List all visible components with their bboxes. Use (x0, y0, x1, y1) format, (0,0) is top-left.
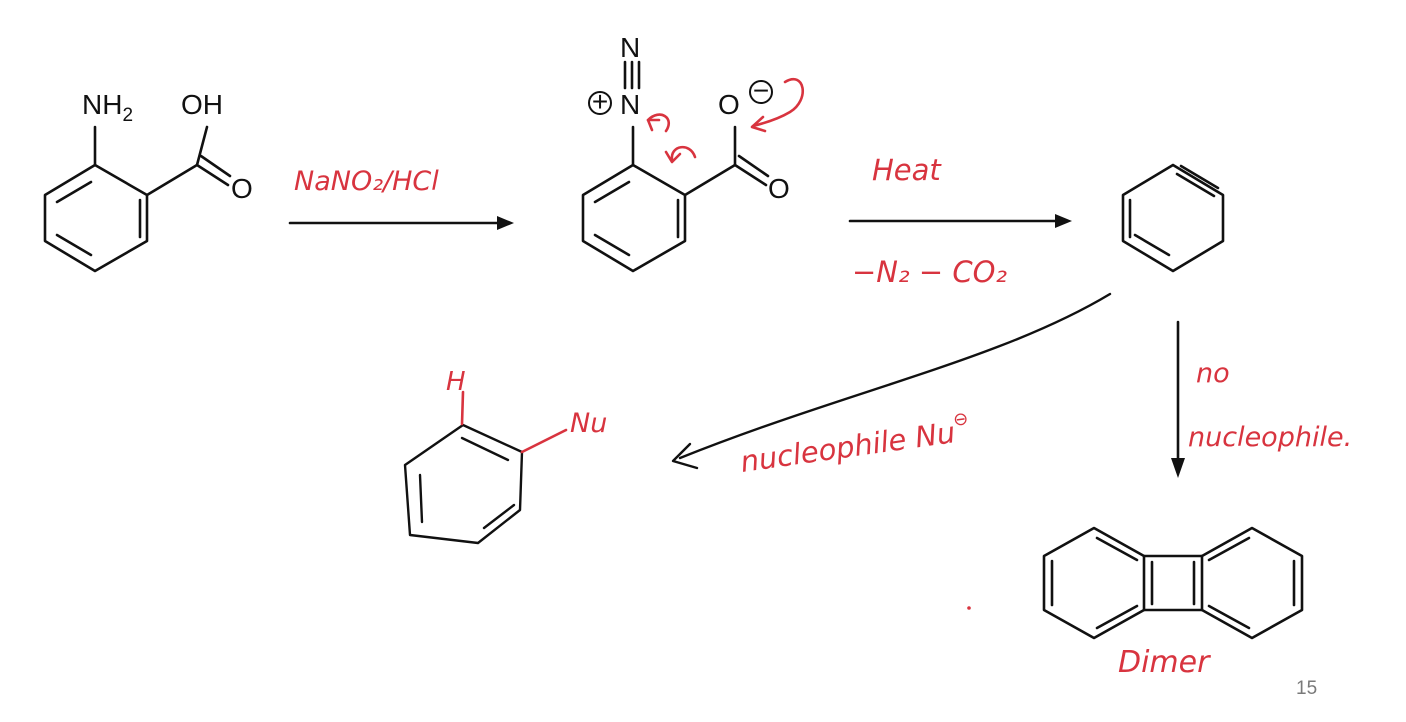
no-nucleophile-line2: nucleophile. (1188, 422, 1352, 453)
reagent-label: NaNO₂/HCl (294, 166, 439, 197)
curly-arrows (646, 78, 805, 164)
page-number: 15 (1296, 678, 1317, 699)
amine-label: NH2 (82, 89, 133, 126)
carboxylate-oxygen-label: O (718, 89, 740, 120)
terminal-nitrogen-label: N (620, 32, 640, 63)
reaction-arrow-2 (848, 214, 1072, 228)
byproducts-label: −N₂ − CO₂ (852, 255, 1007, 289)
nucleophile-label: nucleophile Nu⊖ (738, 408, 973, 479)
plus-charge (588, 91, 612, 115)
carbonyl-oxygen-label: O (768, 173, 790, 204)
carboxyl-bond (145, 163, 199, 197)
nucleophile-arrow (671, 292, 1112, 470)
product-hydrogen-label: H (446, 367, 466, 397)
dimerization-arrow (1171, 320, 1185, 478)
reaction-arrow-1 (288, 216, 514, 230)
dimer-label: Dimer (1118, 645, 1211, 680)
anthranilic-acid: NH2 OH O (43, 89, 253, 273)
benzene-ring (581, 163, 687, 273)
diazonium-nitrogen-label: N (620, 89, 640, 120)
no-nucleophile-line1: no (1196, 358, 1230, 389)
hydroxyl-label: OH (181, 89, 223, 120)
benzyne (1121, 163, 1225, 273)
product-nu-label: Nu (570, 408, 607, 439)
heat-label: Heat (872, 153, 942, 187)
svg-text:+: + (592, 86, 608, 117)
carbonyl-oxygen-label: O (231, 173, 253, 204)
diazonium-carboxylate: N N + O − O (581, 32, 790, 273)
benzene-ring (43, 163, 149, 273)
stray-mark (967, 606, 971, 610)
svg-text:−: − (753, 75, 769, 106)
substituted-benzene-product: H Nu (403, 367, 607, 545)
minus-charge (749, 80, 773, 104)
biphenylene-dimer (1042, 526, 1304, 640)
